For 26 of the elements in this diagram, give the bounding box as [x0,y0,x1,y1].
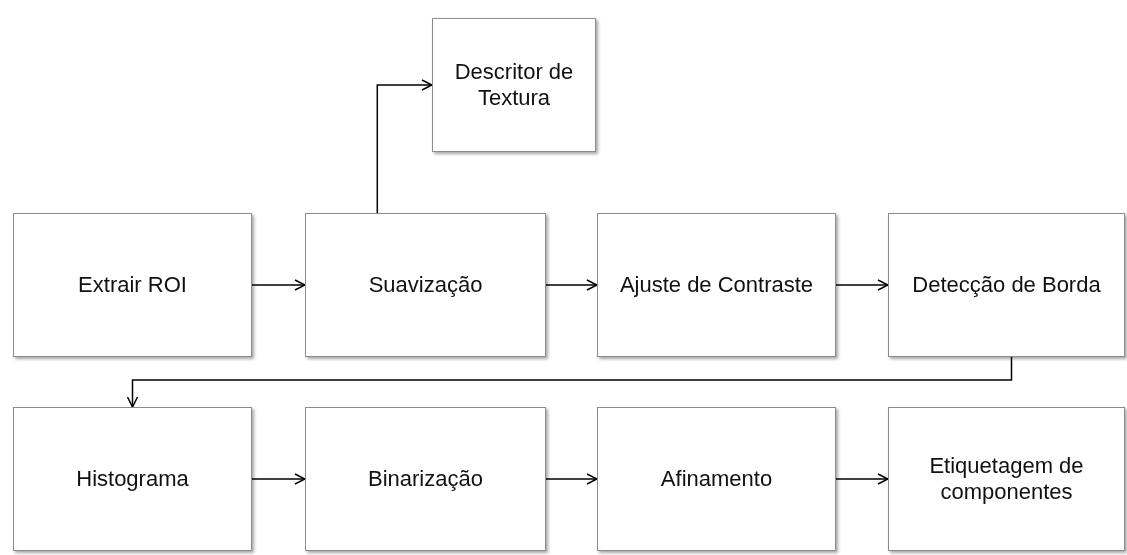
process-box [13,213,252,357]
box-label: Afinamento [660,466,773,492]
arrow [251,279,306,291]
arrow [545,279,598,291]
process-box [432,18,596,152]
box-label: Descritor de Textura [453,59,575,111]
process-box [305,407,546,551]
box-label: Binarização [368,466,483,492]
box-label: Suavização [368,272,483,298]
box-label: Ajuste de Contraste [619,272,814,298]
arrow [251,473,306,485]
box-label: Histograma [76,466,189,492]
arrow [835,473,889,485]
arrow [545,473,598,485]
arrow [376,79,433,214]
process-box [888,213,1125,357]
process-box [597,407,836,551]
process-box [305,213,546,357]
process-box [597,213,836,357]
box-label: Etiquetagem de componentes [928,453,1085,505]
box-label: Extrair ROI [78,272,187,298]
process-box [888,407,1125,551]
arrow [835,279,889,291]
box-label: Detecção de Borda [912,272,1101,298]
process-box [13,407,252,551]
arrow [126,356,1013,408]
